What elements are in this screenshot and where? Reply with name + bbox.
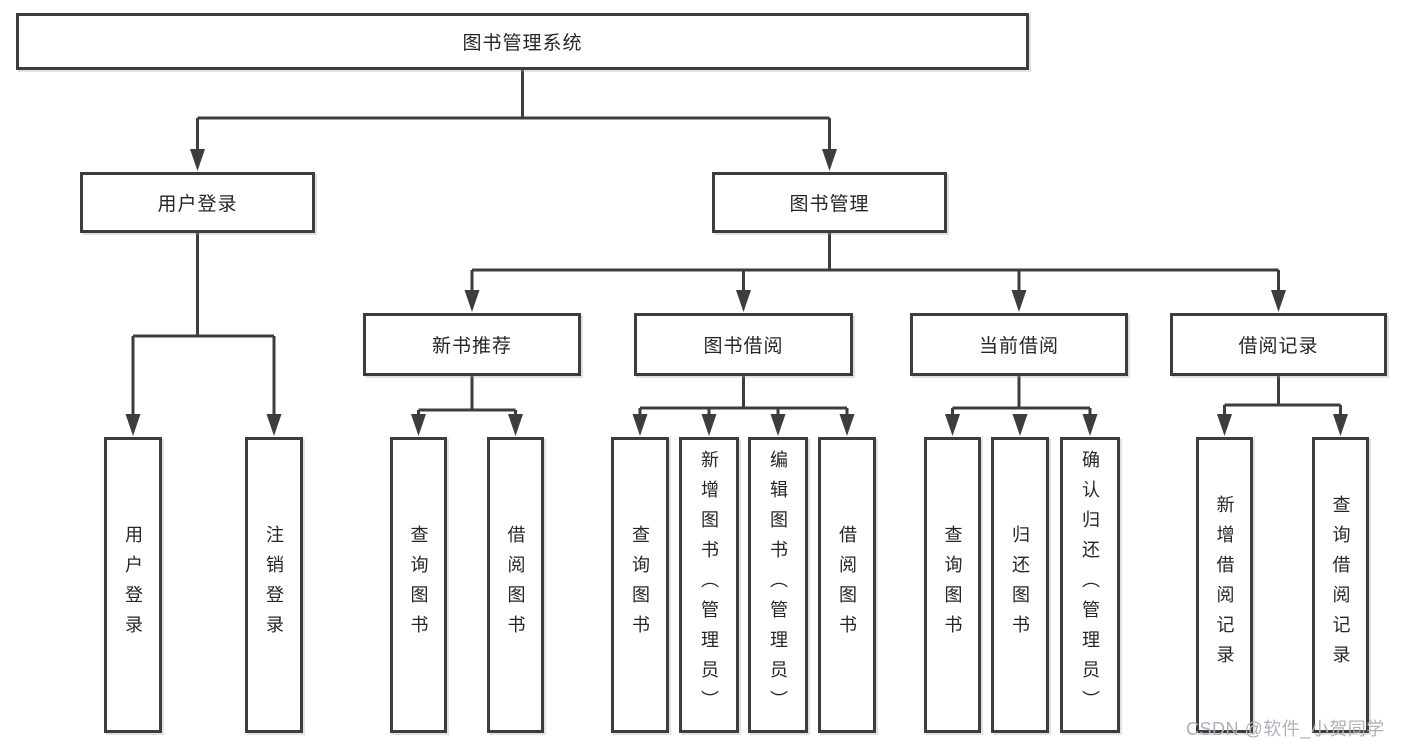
arrow-down-icon xyxy=(1217,414,1232,436)
node-label: 图书管理系统 xyxy=(462,33,583,54)
node-current-borrowing: 当前借阅 xyxy=(910,313,1128,376)
connector-cur-borrow-children xyxy=(945,376,1098,436)
node-user-login: 用户登录 xyxy=(80,172,315,233)
node-label: 编辑图书（管理员） xyxy=(768,450,788,720)
leaf-add-books-admin: 新增图书（管理员） xyxy=(679,437,739,733)
leaf-return-books: 归还图书 xyxy=(991,437,1049,733)
leaf-borrow-books: 借阅图书 xyxy=(818,437,876,733)
connector-line xyxy=(417,376,517,415)
connector-line xyxy=(470,233,1280,291)
node-library-management-system: 图书管理系统 xyxy=(16,13,1029,70)
arrow-down-icon xyxy=(701,414,717,436)
node-label: 借阅图书 xyxy=(505,525,526,645)
node-label: 查询借阅记录 xyxy=(1330,495,1351,675)
leaf-query-books-recommend: 查询图书 xyxy=(390,437,447,733)
leaf-user-login: 用户登录 xyxy=(104,437,162,733)
leaf-confirm-return-admin: 确认归还（管理员） xyxy=(1060,437,1120,733)
node-borrow-records: 借阅记录 xyxy=(1170,313,1387,376)
node-label: 查询图书 xyxy=(630,525,650,645)
node-label: 新增借阅记录 xyxy=(1214,495,1235,675)
node-label: 图书借阅 xyxy=(703,336,784,357)
connector-line xyxy=(196,70,831,150)
node-label: 用户登录 xyxy=(157,194,238,215)
node-label: 确认归还（管理员） xyxy=(1080,450,1100,720)
node-label: 借阅图书 xyxy=(837,525,857,645)
leaf-add-borrow-record: 新增借阅记录 xyxy=(1196,437,1253,733)
connector-book-mgmt-to-level2 xyxy=(464,233,1286,312)
connector-line xyxy=(638,376,849,415)
arrow-down-icon xyxy=(1271,290,1286,312)
connector-user-login-children xyxy=(125,233,282,436)
connector-book-borrow-children xyxy=(632,376,855,436)
node-label: 图书管理 xyxy=(789,194,870,215)
node-label: 新增图书（管理员） xyxy=(699,450,719,720)
arrow-down-icon xyxy=(190,149,205,171)
node-label: 查询图书 xyxy=(408,525,429,645)
arrow-down-icon xyxy=(1011,290,1027,312)
connector-new-rec-children xyxy=(411,376,523,436)
leaf-query-books-borrowing: 查询图书 xyxy=(611,437,669,733)
arrow-down-icon xyxy=(266,414,282,436)
node-label: 归还图书 xyxy=(1010,525,1030,645)
arrow-down-icon xyxy=(125,414,141,436)
node-new-book-recommendation: 新书推荐 xyxy=(363,313,581,376)
arrow-down-icon xyxy=(1333,414,1348,436)
csdn-watermark: CSDN @软件_小贺同学 xyxy=(1186,719,1385,739)
leaf-logout: 注销登录 xyxy=(245,437,303,733)
connector-line xyxy=(131,233,276,415)
node-book-management: 图书管理 xyxy=(712,172,947,233)
connector-records-children xyxy=(1217,376,1348,436)
node-label: 查询图书 xyxy=(942,525,963,645)
node-label: 借阅记录 xyxy=(1238,336,1319,357)
leaf-query-borrow-record: 查询借阅记录 xyxy=(1312,437,1369,733)
arrow-down-icon xyxy=(632,414,648,436)
leaf-edit-books-admin: 编辑图书（管理员） xyxy=(748,437,808,733)
arrow-down-icon xyxy=(508,414,523,436)
arrow-down-icon xyxy=(411,414,426,436)
arrow-down-icon xyxy=(1012,414,1028,436)
arrow-down-icon xyxy=(839,414,855,436)
arrow-down-icon xyxy=(464,290,480,312)
node-book-borrowing: 图书借阅 xyxy=(634,313,853,376)
node-label: 用户登录 xyxy=(123,525,143,645)
arrow-down-icon xyxy=(770,414,786,436)
arrow-down-icon xyxy=(822,149,837,171)
node-label: 当前借阅 xyxy=(978,336,1059,357)
leaf-query-books-current: 查询图书 xyxy=(924,437,981,733)
node-label: 新书推荐 xyxy=(431,336,512,357)
arrow-down-icon xyxy=(736,290,751,312)
connector-line xyxy=(951,376,1092,415)
connector-root-to-level1 xyxy=(190,70,837,171)
leaf-borrow-books-recommend: 借阅图书 xyxy=(487,437,544,733)
arrow-down-icon xyxy=(1082,414,1098,436)
node-label: 注销登录 xyxy=(264,525,284,645)
connector-line xyxy=(1223,376,1342,415)
arrow-down-icon xyxy=(945,414,960,436)
